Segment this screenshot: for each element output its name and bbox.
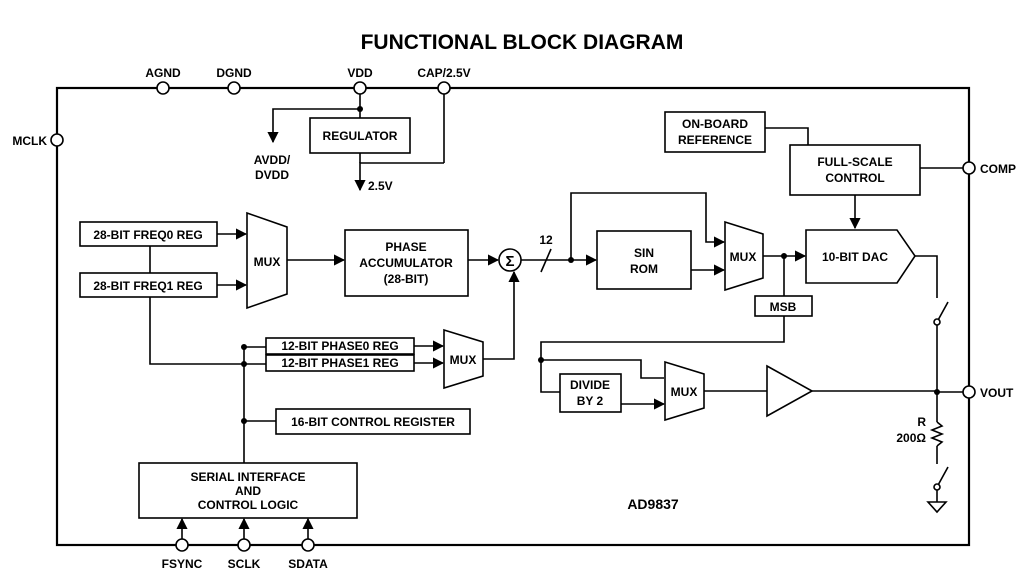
pin-mclk: MCLK (12, 133, 64, 148)
output-select-mux: MUX (724, 220, 764, 292)
resistor-value-label: 200Ω (896, 431, 926, 445)
pin-cap-label: CAP/2.5V (417, 66, 470, 80)
pin-agnd-label: AGND (145, 66, 181, 80)
pin-agnd: AGND (145, 66, 181, 95)
msb-label: MSB (770, 300, 797, 314)
pin-comp-label: COMP (980, 162, 1016, 176)
phase1-label: 12-BIT PHASE1 REG (281, 356, 398, 370)
avdd-label-line2: DVDD (255, 168, 289, 182)
phase-acc-line1: PHASE (385, 240, 426, 254)
full-scale-line1: FULL-SCALE (817, 155, 892, 169)
power-wiring (267, 94, 445, 192)
pin-comp: COMP (962, 161, 1016, 176)
part-number: AD9837 (627, 496, 679, 512)
output-switch-top (915, 255, 949, 392)
diagram-title: FUNCTIONAL BLOCK DIAGRAM (361, 31, 684, 54)
pin-vdd: VDD (347, 66, 373, 95)
freq0-label: 28-BIT FREQ0 REG (93, 228, 202, 242)
output-mux-label: MUX (730, 250, 757, 264)
pin-vout-label: VOUT (980, 386, 1014, 400)
sigma-symbol: Σ (505, 253, 514, 270)
full-scale-control-block: FULL-SCALE CONTROL (789, 144, 921, 196)
phase0-register: 12-BIT PHASE0 REG (265, 337, 415, 355)
pin-vdd-label: VDD (347, 66, 373, 80)
on-board-ref-line2: REFERENCE (678, 133, 752, 147)
serial-line2: AND (235, 484, 261, 498)
full-scale-line2: CONTROL (825, 171, 884, 185)
pin-dgnd-label: DGND (216, 66, 252, 80)
dac-label: 10-BIT DAC (822, 250, 888, 264)
v25-label: 2.5V (368, 179, 393, 193)
freq-mux-label: MUX (254, 255, 281, 269)
serial-line3: CONTROL LOGIC (198, 498, 299, 512)
sin-rom-block: SIN ROM (596, 230, 692, 290)
pin-cap: CAP/2.5V (417, 66, 471, 95)
regulator-label: REGULATOR (323, 129, 398, 143)
sin-rom-line1: SIN (634, 246, 654, 260)
phase-mux-label: MUX (450, 353, 477, 367)
control-register-label: 16-BIT CONTROL REGISTER (291, 415, 455, 429)
resistor-r-label: R (917, 415, 926, 429)
divide-by-2-block: DIVIDE BY 2 (559, 373, 622, 413)
on-board-reference-block: ON-BOARD REFERENCE (664, 111, 766, 153)
freq-mux: MUX (246, 211, 288, 310)
divide-line2: BY 2 (577, 394, 604, 408)
phase1-register: 12-BIT PHASE1 REG (265, 354, 415, 372)
serial-line1: SERIAL INTERFACE (190, 470, 305, 484)
dac-block: 10-BIT DAC (805, 229, 916, 284)
freq0-register: 28-BIT FREQ0 REG (79, 221, 218, 247)
phase-accumulator-block: PHASE ACCUMULATOR (28-BIT) (344, 229, 469, 297)
pin-sdata: SDATA (288, 538, 328, 571)
pin-sdata-label: SDATA (288, 557, 328, 571)
phase-acc-line2: ACCUMULATOR (359, 256, 453, 270)
divider-mux-label: MUX (671, 385, 698, 399)
freq1-register: 28-BIT FREQ1 REG (79, 272, 218, 298)
pin-fsync: FSYNC (162, 538, 203, 571)
pin-sclk-label: SCLK (228, 557, 261, 571)
output-buffer (766, 364, 814, 418)
divider-mux: MUX (664, 360, 705, 422)
output-switch-bottom (926, 466, 949, 514)
phase-acc-line3: (28-BIT) (384, 272, 429, 286)
on-board-ref-line1: ON-BOARD (682, 117, 748, 131)
load-resistor (929, 392, 945, 464)
serial-interface-block: SERIAL INTERFACE AND CONTROL LOGIC (138, 462, 358, 519)
pin-sclk: SCLK (228, 538, 261, 571)
freq1-label: 28-BIT FREQ1 REG (93, 279, 202, 293)
msb-block: MSB (754, 295, 813, 317)
pin-dgnd: DGND (216, 66, 252, 95)
pin-fsync-label: FSYNC (162, 557, 203, 571)
chip-outline (55, 86, 971, 547)
pin-mclk-label: MCLK (12, 134, 47, 148)
control-register: 16-BIT CONTROL REGISTER (275, 408, 471, 435)
phase0-label: 12-BIT PHASE0 REG (281, 339, 398, 353)
sin-rom-line2: ROM (630, 262, 658, 276)
phase-mux: MUX (443, 328, 484, 390)
divide-line1: DIVIDE (570, 378, 610, 392)
summing-junction: Σ (498, 248, 522, 272)
bus-width-label: 12 (539, 233, 553, 247)
avdd-label-line1: AVDD/ (254, 153, 291, 167)
regulator-block: REGULATOR (309, 117, 411, 154)
pin-vout: VOUT (962, 385, 1014, 400)
